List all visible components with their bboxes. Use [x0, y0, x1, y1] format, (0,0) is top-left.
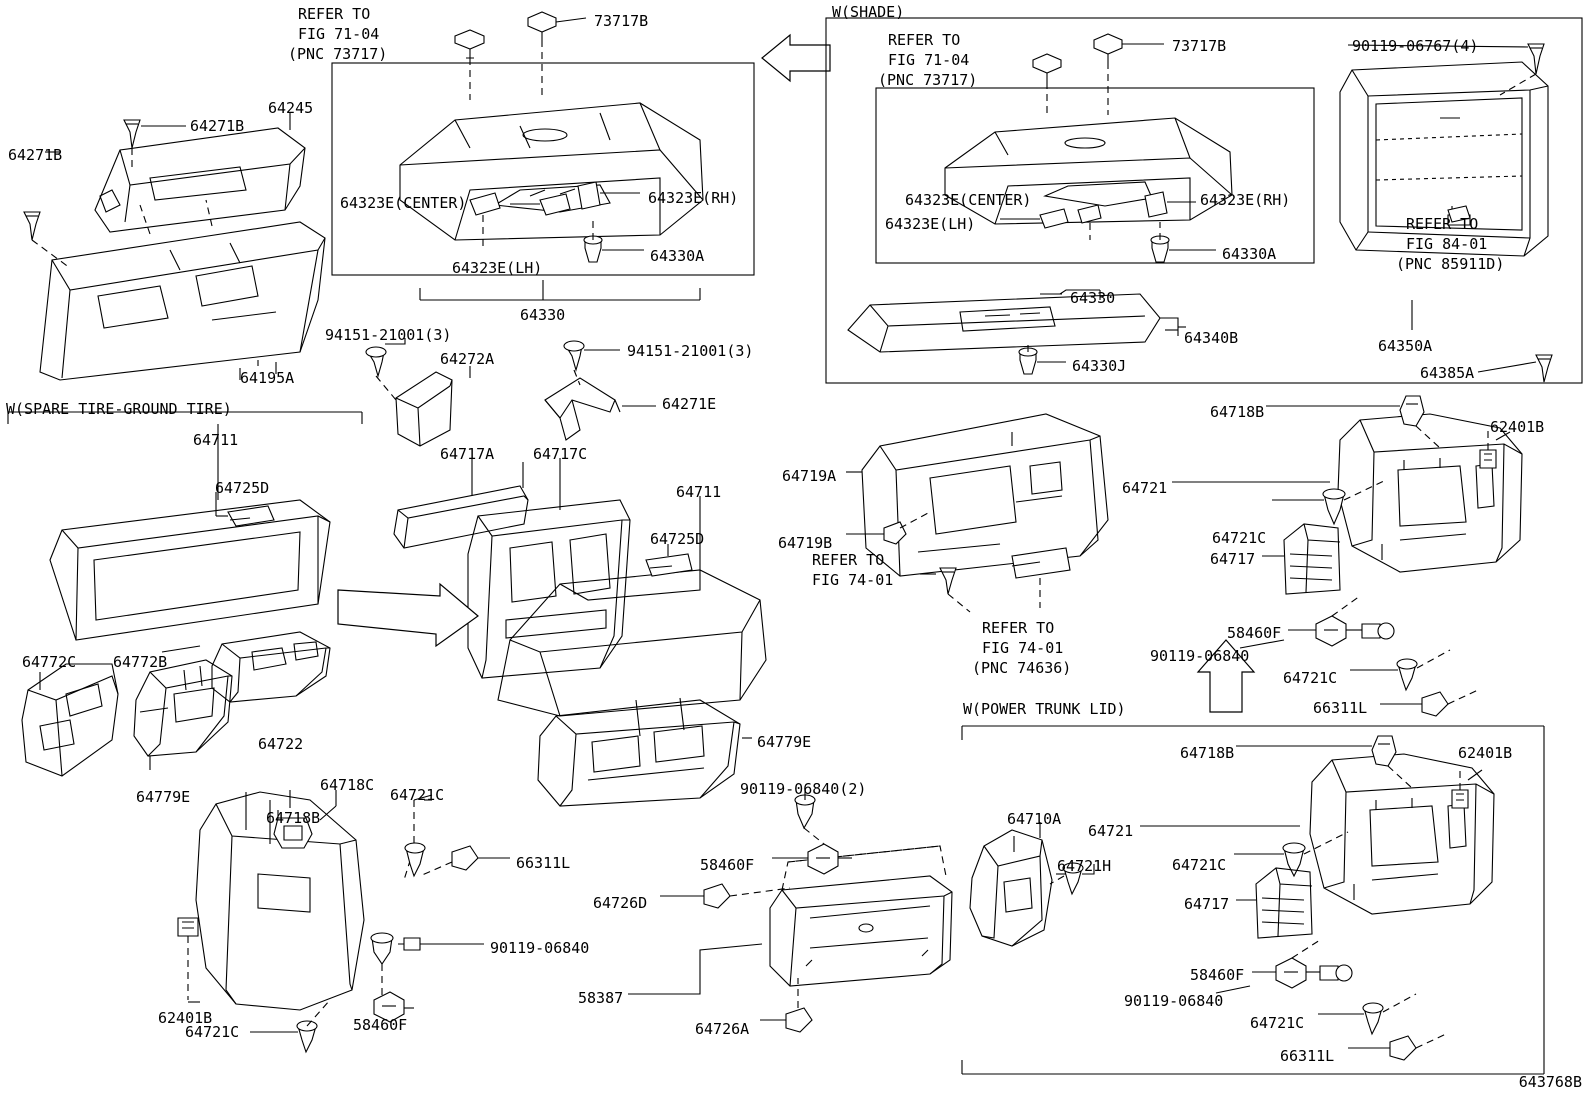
label-64718b-lower-left: 64718B	[266, 809, 321, 827]
figure-code: 643768B	[1518, 1073, 1582, 1091]
section-shade-label: W(SHADE)	[832, 3, 905, 21]
label-66311l-upper: 66311L	[1313, 699, 1368, 717]
label-64272a: 64272A	[440, 350, 495, 368]
label-64323e-center-left: 64323E(CENTER)	[340, 194, 467, 212]
refer-7104-left-line3: (PNC 73717)	[288, 45, 388, 63]
label-64323e-center-right: 64323E(CENTER)	[905, 191, 1032, 209]
label-64718b-upper: 64718B	[1210, 403, 1265, 421]
label-90119-06840-lower: 90119-06840	[1124, 992, 1224, 1010]
label-64710a: 64710A	[1007, 810, 1062, 828]
label-64779e-left: 64779E	[136, 788, 191, 806]
refer-7104-right-line3: (PNC 73717)	[878, 71, 978, 89]
label-58460f-lowleft: 58460F	[353, 1016, 408, 1034]
label-64717-lower: 64717	[1184, 895, 1230, 913]
label-64323e-lh-left: 64323E(LH)	[452, 259, 543, 277]
label-64271b-left: 64271B	[8, 146, 63, 164]
label-64711-left: 64711	[193, 431, 239, 449]
label-94151-21001-left: 94151-21001(3)	[325, 326, 452, 344]
label-64721h: 64721H	[1057, 857, 1112, 875]
label-64323e-rh-right: 64323E(RH)	[1200, 191, 1291, 209]
label-66311l-lowleft: 66311L	[516, 854, 571, 872]
label-64721c-upper2: 64721C	[1283, 669, 1338, 687]
label-64717a: 64717A	[440, 445, 495, 463]
refer-7401-lower-line3: (PNC 74636)	[972, 659, 1072, 677]
refer-7104-left-line2: FIG 71-04	[298, 25, 380, 43]
label-64722: 64722	[258, 735, 304, 753]
label-64721c-lowleft-top: 64721C	[390, 786, 445, 804]
refer-7104-right-line1: REFER TO	[888, 31, 961, 49]
label-58460f-center: 58460F	[700, 856, 755, 874]
label-64721c-lower2: 64721C	[1250, 1014, 1305, 1032]
label-64779e-center: 64779E	[757, 733, 812, 751]
refer-8401-line3: (PNC 85911D)	[1396, 255, 1505, 273]
label-64330-right: 64330	[1070, 289, 1116, 307]
label-64721-lower: 64721	[1088, 822, 1134, 840]
label-90119-06767: 90119-06767(4)	[1352, 37, 1479, 55]
label-64719a: 64719A	[782, 467, 837, 485]
label-64726d: 64726D	[593, 894, 648, 912]
label-64721c-lowleft-bot: 64721C	[185, 1023, 240, 1041]
label-64721-upper: 64721	[1122, 479, 1168, 497]
refer-7104-left-line1: REFER TO	[298, 5, 371, 23]
label-90119-06840-2: 90119-06840(2)	[740, 780, 867, 798]
refer-8401-line1: REFER TO	[1406, 215, 1479, 233]
label-64323e-lh-right: 64323E(LH)	[885, 215, 976, 233]
label-64271e: 64271E	[662, 395, 717, 413]
label-94151-21001-right: 94151-21001(3)	[627, 342, 754, 360]
label-62401b-lower: 62401B	[1458, 744, 1513, 762]
label-73717b-right: 73717B	[1172, 37, 1227, 55]
label-90119-06840-lowleft: 90119-06840	[490, 939, 590, 957]
label-64330a-right: 64330A	[1222, 245, 1277, 263]
label-66311l-lower: 66311L	[1280, 1047, 1335, 1065]
label-64350a: 64350A	[1378, 337, 1433, 355]
label-58460f-upper: 58460F	[1227, 624, 1282, 642]
label-64330j: 64330J	[1072, 357, 1127, 375]
label-64718b-lower-right: 64718B	[1180, 744, 1235, 762]
label-64726a: 64726A	[695, 1020, 750, 1038]
label-64340b: 64340B	[1184, 329, 1239, 347]
refer-7401-lower-line1: REFER TO	[982, 619, 1055, 637]
label-64725d-left: 64725D	[215, 479, 270, 497]
label-64718c: 64718C	[320, 776, 375, 794]
label-64711-right: 64711	[676, 483, 722, 501]
label-64721c-upper1: 64721C	[1212, 529, 1267, 547]
label-64245: 64245	[268, 99, 314, 117]
label-64323e-rh-left: 64323E(RH)	[648, 189, 739, 207]
label-64725d-right: 64725D	[650, 530, 705, 548]
label-62401b-upper: 62401B	[1490, 418, 1545, 436]
label-58460f-lower: 58460F	[1190, 966, 1245, 984]
label-58387: 58387	[578, 989, 624, 1007]
section-spare-tire-label: W(SPARE TIRE-GROUND TIRE)	[6, 400, 232, 418]
refer-7401-upper-line2: FIG 74-01	[812, 571, 894, 589]
label-64721c-lower1: 64721C	[1172, 856, 1227, 874]
label-64330a-left: 64330A	[650, 247, 705, 265]
label-64717c: 64717C	[533, 445, 588, 463]
label-64271b-top: 64271B	[190, 117, 245, 135]
label-73717b-left: 73717B	[594, 12, 649, 30]
label-64772b: 64772B	[113, 653, 168, 671]
label-62401b-lowleft: 62401B	[158, 1009, 213, 1027]
section-power-trunk-lid-label: W(POWER TRUNK LID)	[963, 700, 1126, 718]
refer-8401-line2: FIG 84-01	[1406, 235, 1488, 253]
label-64719b: 64719B	[778, 534, 833, 552]
label-64195a: 64195A	[240, 369, 295, 387]
label-64330-left: 64330	[520, 306, 566, 324]
refer-7401-upper-line1: REFER TO	[812, 551, 885, 569]
label-64772c: 64772C	[22, 653, 77, 671]
refer-7104-right-line2: FIG 71-04	[888, 51, 970, 69]
label-90119-06840-upper: 90119-06840	[1150, 647, 1250, 665]
label-64385a: 64385A	[1420, 364, 1475, 382]
label-64717-upper: 64717	[1210, 550, 1256, 568]
refer-7401-lower-line2: FIG 74-01	[982, 639, 1064, 657]
